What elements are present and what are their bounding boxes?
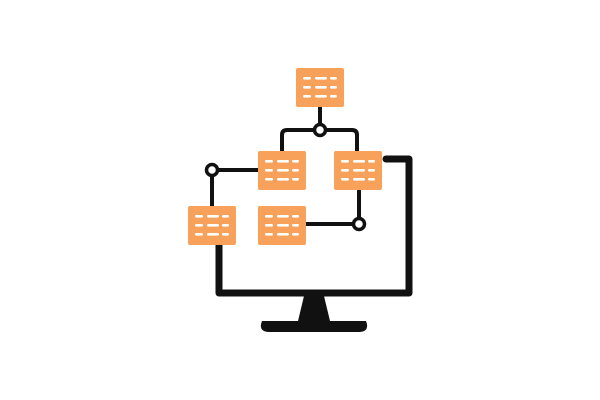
connector-dots xyxy=(204,122,367,232)
flowchart-node-icon xyxy=(296,68,344,107)
connector-dot-icon xyxy=(351,216,367,232)
flowchart-node-icon xyxy=(188,206,236,245)
flowchart-node-icon xyxy=(258,206,306,245)
flowchart-node-icon xyxy=(258,151,306,190)
monitor-icon xyxy=(215,155,413,332)
connector-dot-icon xyxy=(312,122,328,138)
monitor-screen-outline xyxy=(215,155,413,297)
connector-dot-icon xyxy=(204,162,220,178)
flowchart-node-icon xyxy=(334,151,382,190)
connector-right xyxy=(303,189,361,226)
flowchart-nodes xyxy=(188,68,382,245)
monitor-base xyxy=(260,321,368,332)
connector-left xyxy=(210,168,261,208)
monitor-neck xyxy=(298,296,330,321)
